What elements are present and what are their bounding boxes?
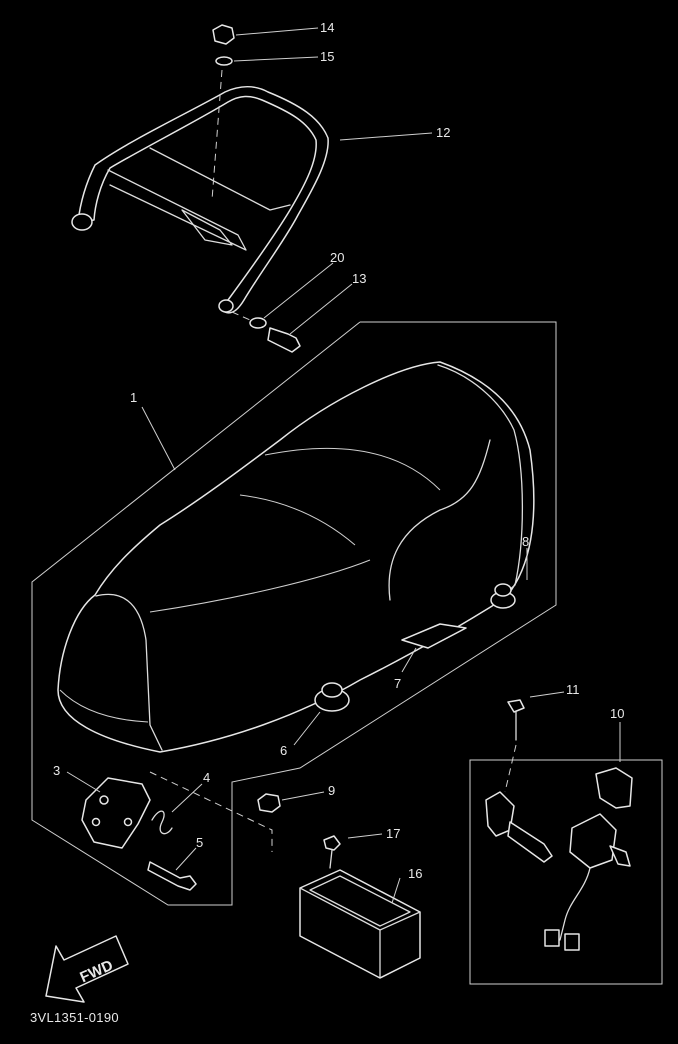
- callout-11: 11: [566, 682, 580, 697]
- callout-13: 13: [352, 271, 366, 286]
- washer-part: [215, 56, 233, 66]
- callout-5: 5: [196, 835, 203, 850]
- callout-17: 17: [386, 826, 400, 841]
- callout-14: 14: [320, 20, 334, 35]
- bolt-17-part: [323, 835, 341, 851]
- callout-6: 6: [280, 743, 287, 758]
- clip-part: [151, 810, 173, 835]
- storage-box-part: [299, 869, 421, 979]
- callout-20: 20: [330, 250, 344, 265]
- pin-part: [147, 861, 197, 891]
- callout-7: 7: [394, 676, 401, 691]
- nut-9-part: [257, 793, 281, 813]
- diagram-code: 3VL1351-0190: [30, 1010, 119, 1025]
- callout-4: 4: [203, 770, 210, 785]
- callout-10: 10: [610, 706, 624, 721]
- seat-part: [57, 361, 535, 753]
- callout-15: 15: [320, 49, 334, 64]
- pad-part: [401, 623, 467, 649]
- damper-6-part: [314, 682, 350, 712]
- damper-8-part: [490, 583, 516, 609]
- callout-3: 3: [53, 763, 60, 778]
- callout-8: 8: [522, 534, 529, 549]
- lock-set-frame: [469, 759, 663, 985]
- callout-16: 16: [408, 866, 422, 881]
- fwd-arrow-icon: FWD: [45, 935, 129, 1003]
- cap-nut-part: [212, 24, 235, 45]
- lock-set-part: [485, 767, 633, 951]
- seat-group-outline: [31, 321, 557, 906]
- callout-12: 12: [436, 125, 450, 140]
- leader-lines: [66, 27, 621, 904]
- grab-bar-part: [71, 86, 329, 314]
- washer-20-part: [249, 317, 267, 329]
- hinge-bracket-part: [81, 777, 151, 849]
- bolt-11-part: [507, 699, 525, 713]
- callout-1: 1: [130, 390, 137, 405]
- callout-9: 9: [328, 783, 335, 798]
- bolt-13-part: [267, 327, 301, 353]
